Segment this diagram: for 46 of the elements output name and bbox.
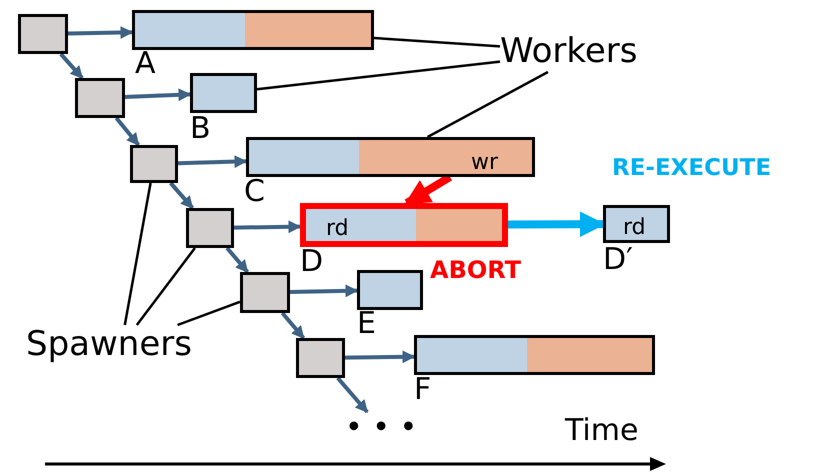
task-label: C [244,176,265,208]
leader-line [124,182,152,326]
leader-line [256,60,500,90]
arrow [344,350,416,364]
task-label: D′ [603,244,633,276]
arrow [178,155,248,168]
spawner-box [18,14,68,54]
task-label: E [357,308,376,340]
spawner-box [186,208,234,248]
arrow [114,116,140,146]
status-label: ABORT [430,255,522,286]
spawner-box [75,78,125,118]
arrow [336,376,369,414]
arrow [234,220,302,234]
leader-line [136,247,196,326]
leader-line [426,70,549,138]
spawner-box [296,338,345,378]
worker-bar [246,137,535,177]
arrow [68,26,134,39]
aborted-worker-bar [300,203,508,247]
arrow [280,312,306,340]
leader-line [177,300,240,326]
arrow [124,88,192,102]
leader-line [374,36,500,48]
worker-bar [190,73,257,113]
cell-text: rd [623,216,646,240]
arrow [169,182,194,210]
cell-text: rd [326,217,349,241]
task-label: F [414,374,432,406]
task-label: A [135,48,156,80]
arrow [290,284,358,298]
worker-bar [603,205,670,243]
worker-bar [414,335,655,375]
axis-label: Time [565,415,638,447]
cell-text: wr [471,151,498,175]
arrow [226,246,250,274]
spawner-box [240,272,290,313]
task-label: B [190,113,211,145]
task-label: D [300,246,324,278]
text-label: Spawners [26,325,192,363]
arrow [59,52,84,80]
text-label: Workers [500,32,638,70]
worker-bar [357,270,423,310]
spawner-box [130,145,178,183]
ellipsis-label: • • • [345,412,418,444]
worker-bar [132,10,374,50]
